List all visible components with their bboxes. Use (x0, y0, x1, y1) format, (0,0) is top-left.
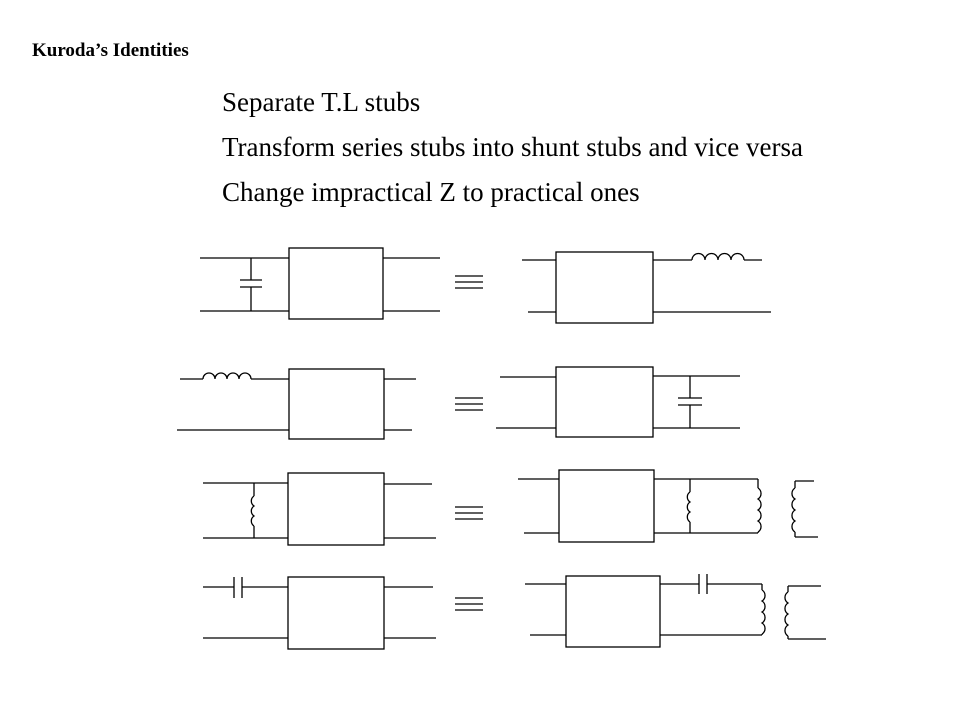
row1-right-circuit (522, 251, 771, 324)
identical-to-icon (455, 597, 483, 611)
bullet-change-impedance: Change impractical Z to practical ones (222, 177, 640, 207)
transmission-line-box (558, 469, 655, 543)
shunt-inductor-icon (250, 495, 256, 527)
series-capacitor-icon (698, 574, 708, 594)
transmission-line-box (565, 575, 661, 648)
bullet-transform-stubs: Transform series stubs into shunt stubs … (222, 132, 803, 162)
transmission-line-box (288, 247, 384, 320)
shunt-inductor-icon (686, 491, 692, 523)
transmission-line-box (288, 368, 385, 440)
shunt-capacitor-icon (240, 258, 262, 311)
row4-left-circuit (203, 576, 436, 650)
bullet-separate-stubs: Separate T.L stubs (222, 87, 421, 117)
series-inductor-icon (202, 372, 252, 380)
transmission-line-box (555, 366, 654, 438)
bullet-list: Separate T.L stubs Transform series stub… (222, 80, 803, 215)
row3-right-circuit (518, 469, 818, 543)
row3-left-circuit (203, 472, 436, 546)
transmission-line-box (287, 472, 385, 546)
row1-left-circuit (200, 247, 440, 320)
series-inductor-icon (691, 252, 745, 261)
transformer-icon (760, 584, 826, 640)
row2-left-circuit (177, 368, 416, 440)
row4-right-circuit (525, 574, 826, 648)
shunt-capacitor-icon (678, 376, 702, 428)
identical-to-icon (455, 275, 483, 289)
slide-title: Kuroda’s Identities (32, 40, 189, 61)
series-capacitor-icon (233, 577, 243, 598)
transformer-icon (756, 479, 818, 538)
transmission-line-box (287, 576, 385, 650)
transmission-line-box (555, 251, 654, 324)
row2-right-circuit (496, 366, 740, 438)
identical-to-icon (455, 506, 483, 520)
identical-to-icon (455, 397, 483, 411)
